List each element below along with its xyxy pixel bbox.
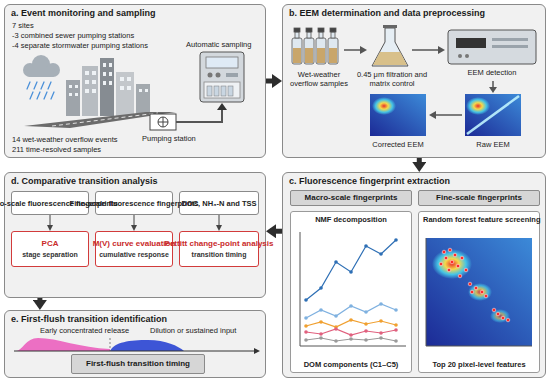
panel: a. Event monitoring and sampling xyxy=(4,4,266,158)
panel-title: d. Comparative transition analysis xyxy=(11,176,259,187)
box-label: Fine-scale fluorescence fingerprints xyxy=(70,199,199,208)
method-box: Random forest feature screeningTop 20 pi… xyxy=(418,211,540,373)
method-name: M(V) curve evaluation xyxy=(93,239,176,249)
step-label: Wet-weather overflow samples xyxy=(284,70,354,88)
eem-heatmap xyxy=(370,94,521,136)
station-label: Pumping station xyxy=(142,134,196,143)
rain-cloud xyxy=(23,55,60,99)
method-name: PCA xyxy=(42,239,59,249)
box-label: DOC, NH₃-N and TSS xyxy=(181,199,256,208)
nmf-line-chart xyxy=(300,232,406,346)
output-label: cumulative response xyxy=(99,250,169,259)
step-label: 0.45 μm filtration and matrix control xyxy=(354,70,430,88)
analysis-box: PCAstage separation xyxy=(11,231,89,267)
fluorescence-spectrometer xyxy=(448,30,536,64)
connector-arrow xyxy=(219,215,220,229)
method-name: Pettitt change-point analysis xyxy=(165,239,274,249)
method-name: Random forest feature screening xyxy=(423,215,535,224)
header-label: Macro-scale fingerprints xyxy=(305,193,398,203)
result-box: First-flush transition timing xyxy=(71,354,205,374)
step-label: EEM detection xyxy=(448,68,536,77)
heatmap-label: Raw EEM xyxy=(455,140,531,149)
output-label: Top 20 pixel-level features xyxy=(423,360,535,369)
city-buildings xyxy=(66,58,150,116)
curve-label: Early concentrated release xyxy=(40,326,129,335)
site-note: -3 combined sewer pumping stations xyxy=(12,31,134,40)
pumping-station-symbol xyxy=(150,103,227,130)
feature-heatmap xyxy=(426,238,532,346)
sample-note: 211 time-resolved samples xyxy=(12,145,101,154)
flow-arrow xyxy=(417,158,422,168)
connector-arrow xyxy=(134,215,135,229)
flow-arrow xyxy=(37,298,42,306)
box-label: First-flush transition timing xyxy=(86,359,190,369)
sample-note: 14 wet-weather overflow events xyxy=(12,135,117,144)
autosampler-device xyxy=(200,52,244,102)
header-label: Fine-scale fingerprints xyxy=(436,193,522,203)
panel-title: a. Event monitoring and sampling xyxy=(11,8,259,19)
panel-title: e. First-flush transition identification xyxy=(11,314,259,325)
heatmap-label: Corrected EEM xyxy=(360,140,436,149)
flow-arrow xyxy=(270,229,282,234)
first-flush-curve xyxy=(14,338,260,354)
output-label: DOM components (C1–C5) xyxy=(295,360,407,369)
sample-bottles xyxy=(292,28,338,64)
device-label: Automatic sampling xyxy=(186,40,251,49)
flow-arrow xyxy=(266,79,278,84)
panel-title: c. Fluorescence fingerprint extraction xyxy=(289,176,539,187)
panel-fill xyxy=(4,4,546,378)
output-label: stage separation xyxy=(22,250,78,259)
panel: e. First-flush transition identification… xyxy=(4,310,266,378)
input-box: Fine-scale fluorescence fingerprints xyxy=(95,191,173,215)
column-header: Fine-scale fingerprints xyxy=(418,190,540,206)
site-note: -4 separate stormwater pumping stations xyxy=(12,41,148,50)
panel: c. Fluorescence fingerprint extractionMa… xyxy=(282,172,546,378)
curve-label: Dilution or sustained input xyxy=(150,326,236,335)
panel: d. Comparative transition analysisMacro-… xyxy=(4,172,266,298)
connector-arrow xyxy=(50,215,51,229)
method-box: NMF decompositionDOM components (C1–C5) xyxy=(290,211,412,373)
filtration-flask xyxy=(372,25,408,66)
analysis-box: Pettitt change-point analysistransition … xyxy=(179,231,259,267)
input-box: DOC, NH₃-N and TSS xyxy=(179,191,259,215)
method-name: NMF decomposition xyxy=(295,215,407,224)
panel-title: b. EEM determination and data preprocess… xyxy=(289,8,539,19)
site-note: 7 sites xyxy=(12,21,34,30)
analysis-box: M(V) curve evaluationcumulative response xyxy=(95,231,173,267)
column-header: Macro-scale fingerprints xyxy=(290,190,412,206)
output-label: transition timing xyxy=(192,250,247,259)
